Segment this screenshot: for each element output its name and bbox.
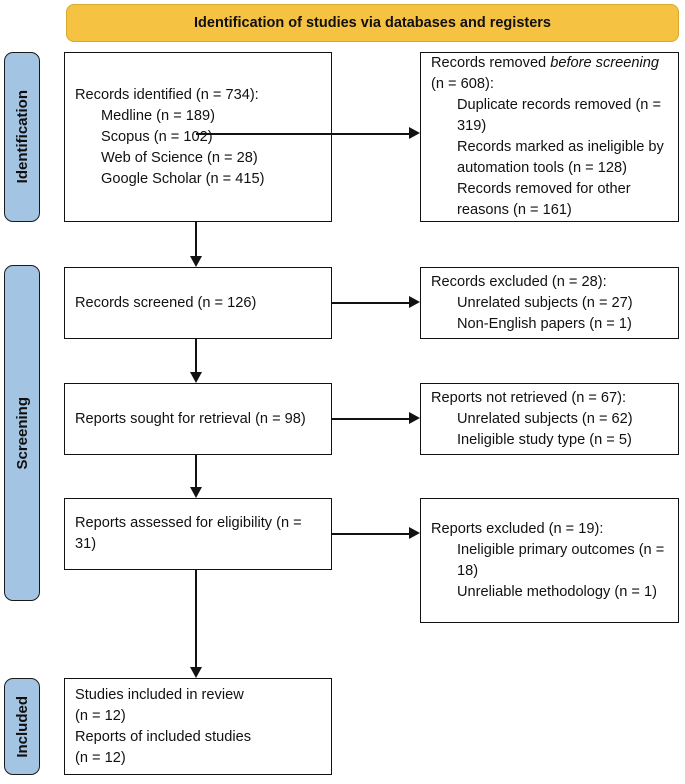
box-line: Reports excluded (n = 19): <box>431 520 604 537</box>
arrow-assessed-to-included <box>189 667 202 678</box>
stage-label-included-text: Included <box>13 695 31 758</box>
connector-line-screened-to-sought <box>195 339 197 372</box>
lead-tail-text: (n = 608): <box>431 55 664 92</box>
box-line: Reports sought for retrieval (n = 98) <box>75 410 306 427</box>
stage-label-identification: Identification <box>4 52 40 222</box>
box-records-screened: Records screened (n = 126) <box>64 267 332 339</box>
box-line: Records marked as ineligible by automati… <box>457 139 668 176</box>
box-line-lead: Records removed before screening (n = 60… <box>431 53 668 95</box>
box-reports-sought-for-retrieval: Reports sought for retrieval (n = 98) <box>64 383 332 455</box>
box-line: Unrelated subjects (n = 62) <box>457 410 633 427</box>
arrow-screened-to-sought <box>189 372 202 383</box>
stage-label-included: Included <box>4 678 40 775</box>
stage-label-identification-text: Identification <box>13 90 31 184</box>
box-line: Ineligible study type (n = 5) <box>457 431 632 448</box>
arrow-assessed-to-excluded <box>409 527 420 539</box>
connector-line-assessed-to-excluded <box>332 533 410 535</box>
connector-line-assessed-to-included <box>195 570 197 667</box>
box-line: (n = 12) <box>75 749 126 766</box>
box-line: Unrelated subjects (n = 27) <box>457 294 633 311</box>
arrow-sought-to-not-retrieved <box>409 412 420 424</box>
connector-line-sought-to-assessed <box>195 455 197 487</box>
box-records-excluded: Records excluded (n = 28): Unrelated sub… <box>420 267 679 339</box>
connector-line-identified-to-removed <box>196 133 410 135</box>
box-line: Duplicate records removed (n = 319) <box>457 97 666 134</box>
arrow-identified-to-screened <box>189 256 202 267</box>
box-records-identified: Records identified (n = 734): Medline (n… <box>64 52 332 222</box>
box-line: Records identified (n = 734): <box>75 86 259 103</box>
box-line: Non-English papers (n = 1) <box>457 315 632 332</box>
stage-label-screening: Screening <box>4 265 40 601</box>
box-line: Records excluded (n = 28): <box>431 273 607 290</box>
box-records-removed-before-screening: Records removed before screening (n = 60… <box>420 52 679 222</box>
box-line: Reports assessed for eligibility (n = 31… <box>75 515 306 552</box>
box-line: Records removed for other reasons (n = 1… <box>457 181 635 218</box>
box-line: Medline (n = 189) <box>101 107 215 124</box>
arrow-sought-to-assessed <box>189 487 202 498</box>
box-reports-excluded: Reports excluded (n = 19): Ineligible pr… <box>420 498 679 623</box>
box-reports-not-retrieved: Reports not retrieved (n = 67): Unrelate… <box>420 383 679 455</box>
box-line: Ineligible primary outcomes (n = 18) <box>457 541 669 579</box>
box-line: Unreliable methodology (n = 1) <box>457 583 657 600</box>
box-line: Scopus (n = 102) <box>101 128 213 145</box>
box-line: Google Scholar (n = 415) <box>101 170 265 187</box>
stage-label-screening-text: Screening <box>13 396 31 470</box>
box-line: Studies included in review <box>75 686 244 703</box>
banner-identification-databases: Identification of studies via databases … <box>66 4 679 42</box>
box-line: (n = 12) <box>75 707 126 724</box>
box-line: Reports not retrieved (n = 67): <box>431 389 627 406</box>
arrow-identified-to-removed <box>409 127 420 139</box>
box-reports-assessed-for-eligibility: Reports assessed for eligibility (n = 31… <box>64 498 332 570</box>
box-studies-included-in-review: Studies included in review (n = 12) Repo… <box>64 678 332 775</box>
arrow-screened-to-excluded <box>409 296 420 308</box>
connector-line-identified-to-screened <box>195 222 197 256</box>
box-line: Web of Science (n = 28) <box>101 149 258 166</box>
lead-italic-text: before screening <box>550 55 659 71</box>
connector-line-sought-to-not-retrieved <box>332 418 410 420</box>
box-line: Records screened (n = 126) <box>75 294 257 311</box>
box-line: Reports of included studies <box>75 728 252 745</box>
banner-title: Identification of studies via databases … <box>194 15 551 31</box>
lead-text: Records removed <box>431 55 551 71</box>
connector-line-screened-to-excluded <box>332 302 410 304</box>
